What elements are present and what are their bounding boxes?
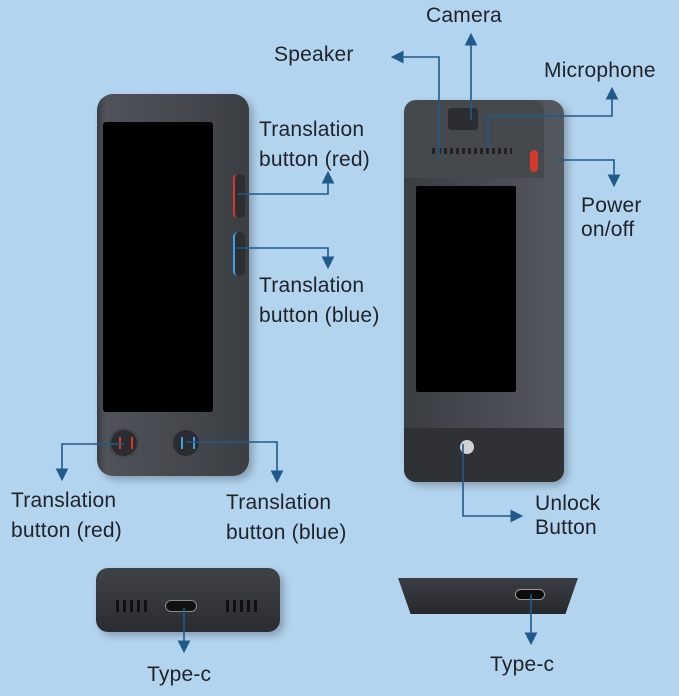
label-camera: Camera — [426, 4, 502, 27]
label-translation-blue-side-line2: button (blue) — [259, 304, 380, 327]
translation-red-side-leader-line — [238, 170, 335, 195]
label-microphone: Microphone — [544, 59, 656, 82]
device-front-view — [97, 94, 249, 476]
bottom-view-unit — [398, 578, 578, 614]
translation-blue-side-leader-line — [236, 247, 335, 270]
back-top-section — [404, 100, 544, 178]
speaker-grill — [432, 148, 512, 154]
microphone-leader-line — [487, 86, 619, 148]
label-type-c-right: Type-c — [490, 653, 555, 676]
label-unlock-line2: Button — [535, 516, 597, 539]
power-leader-line — [556, 159, 621, 188]
power-button — [530, 150, 538, 172]
label-type-c-left: Type-c — [147, 663, 212, 686]
left-vent — [116, 600, 150, 612]
translation-blue-front-leader-line — [186, 441, 284, 484]
unlock-leader-line — [462, 444, 524, 523]
right-vent — [226, 600, 260, 612]
label-translation-red-side-line1: Translation — [259, 118, 365, 141]
usb-c-port — [166, 601, 196, 611]
label-translation-red-side-line2: button (red) — [259, 148, 370, 171]
bottom-view-device — [96, 568, 280, 632]
side-translation-button-red — [233, 174, 245, 218]
side-translation-button-blue — [233, 232, 245, 276]
label-translation-blue-front-line2: button (blue) — [226, 521, 347, 544]
label-translation-blue-side-line1: Translation — [259, 274, 365, 297]
usb-c-port — [516, 590, 544, 599]
translation-red-front-leader-line — [55, 443, 124, 482]
front-translation-button-blue — [171, 428, 201, 458]
label-translation-red-front-line1: Translation — [11, 489, 117, 512]
device-back-view — [404, 100, 564, 482]
speaker-leader-line — [390, 50, 440, 158]
label-power-line1: Power — [581, 194, 642, 217]
front-translation-button-red — [109, 428, 139, 458]
label-translation-blue-front-line1: Translation — [226, 491, 332, 514]
label-unlock-line1: Unlock — [535, 492, 601, 515]
label-speaker: Speaker — [274, 43, 354, 66]
back-bottom-section — [404, 428, 564, 482]
label-power-line2: on/off — [581, 218, 635, 241]
front-screen — [103, 122, 213, 412]
label-translation-red-front-line2: button (red) — [11, 519, 122, 542]
back-screen — [416, 186, 516, 392]
